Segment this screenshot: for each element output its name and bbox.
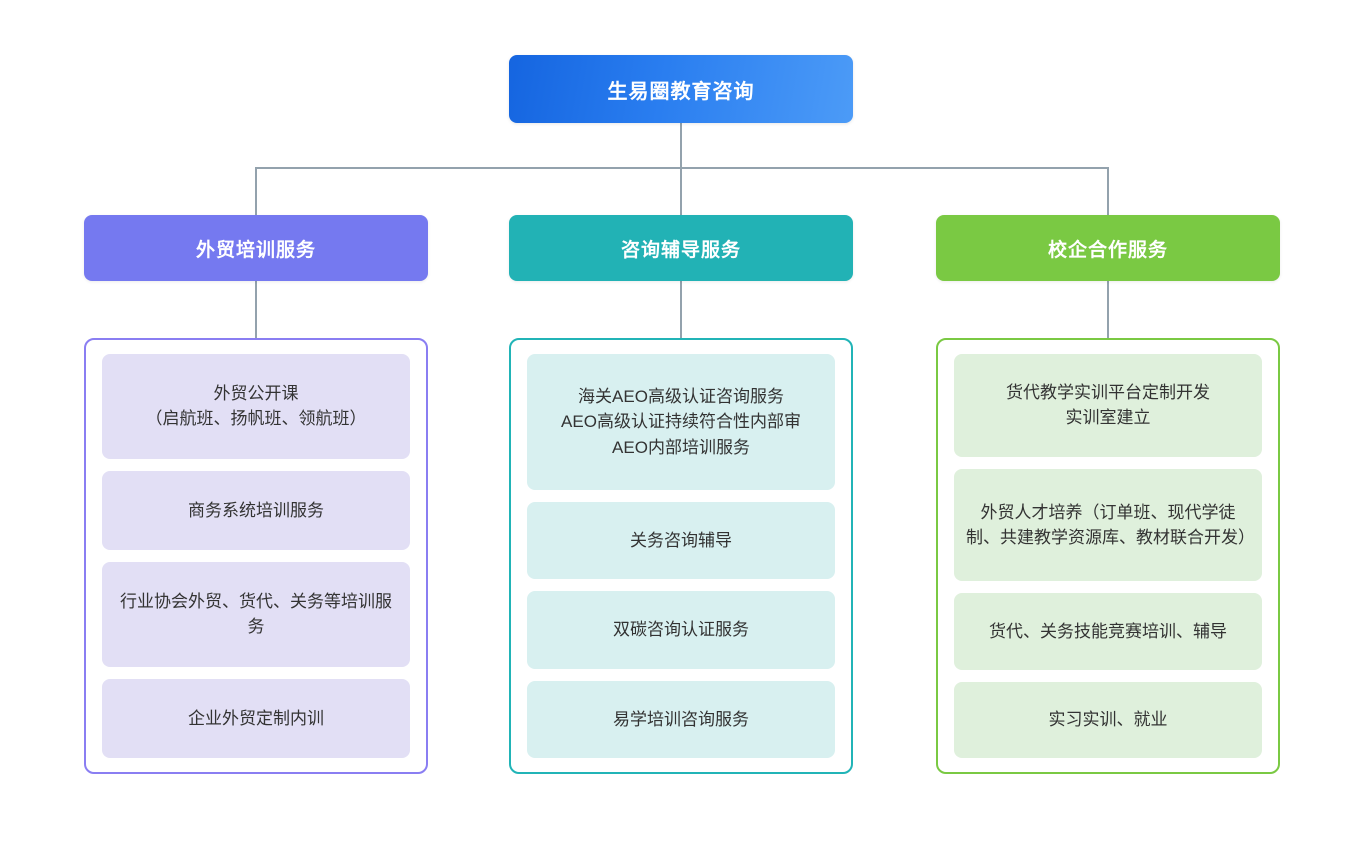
branch-header-label: 外贸培训服务 — [195, 239, 316, 261]
leaf-item[interactable]: 外贸公开课 （启航班、扬帆班、领航班） — [102, 354, 410, 459]
root-node-label: 生易圈教育咨询 — [607, 80, 755, 103]
leaf-item-label: 海关AEO高级认证咨询服务 AEO高级认证持续符合性内部审 AEO内部培训服务 — [561, 387, 801, 457]
connector-horizontal-bus — [255, 167, 1109, 169]
leaf-item-label: 商务系统培训服务 — [188, 500, 324, 520]
leaf-item-label: 关务咨询辅导 — [630, 531, 732, 550]
connector-branch-1-down — [255, 167, 257, 215]
branch-header-label: 咨询辅导服务 — [620, 239, 741, 261]
branch-container-training: 外贸公开课 （启航班、扬帆班、领航班） 商务系统培训服务 行业协会外贸、货代、关… — [84, 338, 428, 774]
leaf-item[interactable]: 易学培训咨询服务 — [527, 680, 835, 758]
root-node[interactable]: 生易圈教育咨询 — [509, 55, 853, 123]
leaf-item[interactable]: 海关AEO高级认证咨询服务 AEO高级认证持续符合性内部审 AEO内部培训服务 — [527, 354, 835, 490]
leaf-item-label: 双碳咨询认证服务 — [613, 620, 749, 640]
leaf-item[interactable]: 实习实训、就业 — [954, 681, 1262, 758]
leaf-item-label: 实习实训、就业 — [1048, 710, 1168, 730]
branch-container-consulting: 海关AEO高级认证咨询服务 AEO高级认证持续符合性内部审 AEO内部培训服务 … — [509, 338, 853, 774]
branch-container-school-enterprise: 货代教学实训平台定制开发 实训室建立 外贸人才培养（订单班、现代学徒制、共建教学… — [936, 338, 1280, 774]
branch-header-consulting[interactable]: 咨询辅导服务 — [509, 215, 853, 281]
leaf-item[interactable]: 外贸人才培养（订单班、现代学徒制、共建教学资源库、教材联合开发） — [954, 468, 1262, 581]
leaf-item[interactable]: 货代、关务技能竞赛培训、辅导 — [954, 592, 1262, 670]
leaf-item-label: 易学培训咨询服务 — [613, 709, 749, 729]
connector-branch-3-to-box — [1107, 281, 1109, 338]
connector-branch-3-down — [1107, 167, 1109, 215]
leaf-item[interactable]: 行业协会外贸、货代、关务等培训服务 — [102, 562, 410, 667]
leaf-item-label: 外贸公开课 （启航班、扬帆班、领航班） — [145, 384, 367, 429]
leaf-item[interactable]: 企业外贸定制内训 — [102, 678, 410, 758]
leaf-item-label: 企业外贸定制内训 — [188, 708, 324, 728]
branch-header-label: 校企合作服务 — [1047, 239, 1168, 261]
leaf-item-label: 外贸人才培养（订单班、现代学徒制、共建教学资源库、教材联合开发） — [966, 502, 1255, 547]
leaf-item[interactable]: 关务咨询辅导 — [527, 501, 835, 580]
branch-header-school-enterprise[interactable]: 校企合作服务 — [936, 215, 1280, 281]
leaf-item[interactable]: 货代教学实训平台定制开发 实训室建立 — [954, 354, 1262, 457]
leaf-item-label: 货代教学实训平台定制开发 实训室建立 — [1006, 383, 1210, 428]
branch-header-training[interactable]: 外贸培训服务 — [84, 215, 428, 281]
connector-branch-1-to-box — [255, 281, 257, 338]
connector-branch-2-down — [680, 167, 682, 215]
connector-root-down — [680, 123, 682, 169]
leaf-item-label: 货代、关务技能竞赛培训、辅导 — [989, 621, 1227, 641]
leaf-item[interactable]: 双碳咨询认证服务 — [527, 591, 835, 669]
leaf-item[interactable]: 商务系统培训服务 — [102, 470, 410, 550]
leaf-item-label: 行业协会外贸、货代、关务等培训服务 — [120, 592, 392, 637]
connector-branch-2-to-box — [680, 281, 682, 338]
